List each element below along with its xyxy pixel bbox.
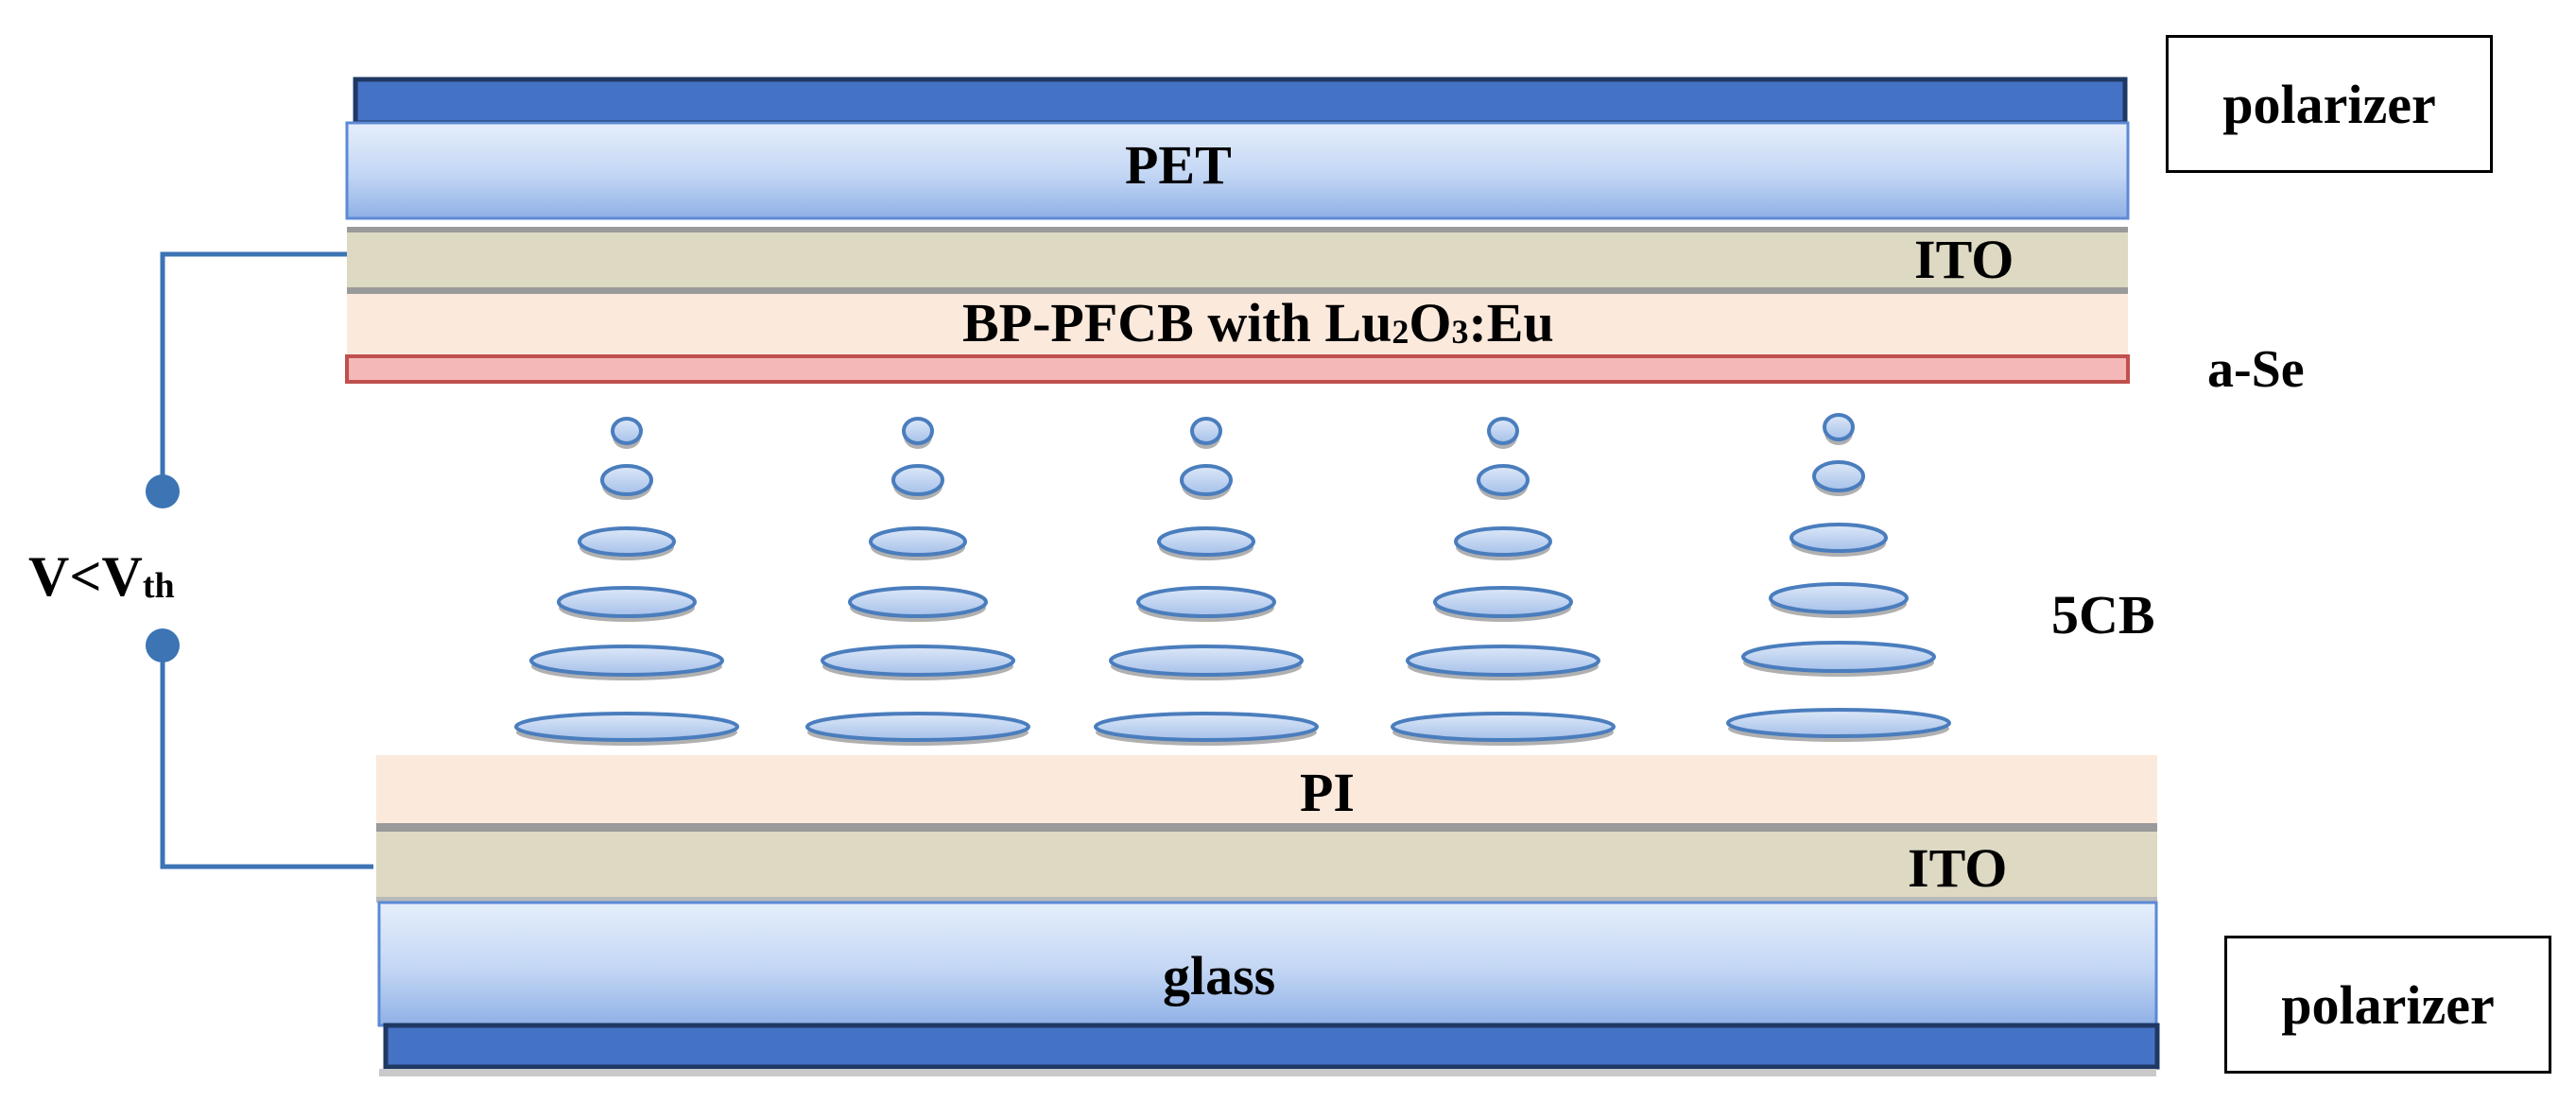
bottom-shadow (379, 1069, 2156, 1076)
lc-molecule (821, 645, 1015, 677)
upper-wire (160, 251, 352, 491)
lc-molecule (805, 712, 1030, 742)
lc-molecule (1094, 712, 1319, 742)
lc-molecule (1812, 460, 1865, 492)
lc-molecule (1823, 413, 1855, 441)
ito-top-edge-top (347, 227, 2128, 232)
lc-molecule (1406, 645, 1600, 677)
lc-molecule (891, 464, 944, 496)
ito-bottom-edge-top (376, 823, 2157, 832)
liquid-crystal-molecules (514, 413, 1951, 746)
lc-molecule (611, 417, 643, 445)
pet-layer (345, 121, 2130, 220)
lc-molecule (1136, 586, 1276, 618)
glass-layer (377, 901, 2158, 1027)
lc-molecule (1190, 417, 1222, 445)
lc-molecule (529, 645, 724, 677)
lc-molecule (1391, 712, 1616, 742)
lc-molecule (557, 586, 697, 618)
lc-molecule (1477, 464, 1530, 496)
bp-pfcb-layer (347, 294, 2128, 355)
pi-layer (376, 755, 2157, 823)
a-se-layer (345, 354, 2130, 384)
lc-molecule (1157, 526, 1255, 557)
lower-wire (160, 645, 373, 869)
lc-molecule (1726, 708, 1951, 738)
lower-terminal (146, 628, 180, 662)
bottom-polarizer-bar (383, 1023, 2160, 1070)
lc-molecule (1109, 645, 1304, 677)
lc-molecule (1433, 586, 1573, 618)
circuit-wires (160, 251, 373, 869)
lc-molecule (848, 586, 988, 618)
ito-top-edge-bottom (347, 287, 2128, 294)
lc-molecule (1741, 641, 1936, 673)
ito-bottom-edge-bottom (376, 897, 2157, 903)
lc-molecule (514, 712, 739, 742)
lc-molecule (1454, 526, 1552, 557)
lc-molecule (869, 526, 967, 557)
lc-molecule (1487, 417, 1519, 445)
lc-molecule (1769, 582, 1909, 614)
lc-molecule (902, 417, 934, 445)
ito-bottom-layer (376, 832, 2157, 897)
lc-molecule (600, 464, 653, 496)
top-polarizer-bar (353, 77, 2128, 126)
lc-molecule (1789, 523, 1888, 553)
upper-terminal (146, 474, 180, 508)
ito-top-layer (347, 231, 2128, 289)
lc-molecule (1180, 464, 1233, 496)
lc-molecule (578, 526, 676, 557)
